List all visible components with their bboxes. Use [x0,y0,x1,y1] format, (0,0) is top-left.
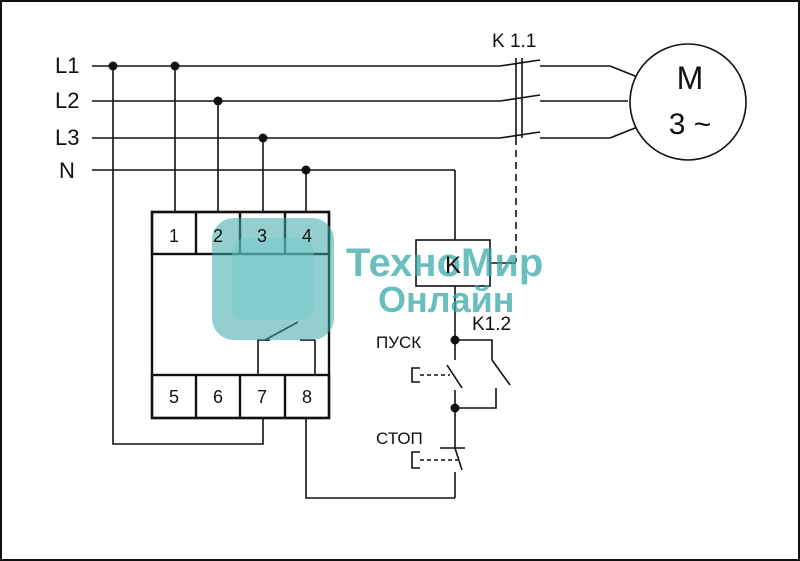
terminal-8: 8 [302,387,312,407]
motor-phase-label: 3 ~ [669,108,712,141]
label-coil-k: K [445,252,461,279]
watermark-line2: Онлайн [378,279,515,320]
terminal-6: 6 [213,387,223,407]
terminal-1: 1 [169,226,179,246]
label-l2: L2 [55,88,79,113]
terminal-2: 2 [213,226,223,246]
motor-label: M [677,60,704,96]
wire-stop-to-terminal-8 [305,418,455,499]
label-n: N [59,158,75,183]
motor-symbol [629,43,747,161]
terminal-5: 5 [169,387,179,407]
watermark-logo [212,218,334,340]
label-l1: L1 [55,53,79,78]
contactor-coil [415,239,491,287]
label-l3: L3 [55,125,79,150]
label-start: ПУСК [376,333,421,352]
terminal-3: 3 [257,226,267,246]
label-stop: СТОП [376,429,423,448]
terminal-4: 4 [302,226,312,246]
label-k12: K1.2 [472,314,511,335]
wire-l1-to-terminal-7 [112,66,264,445]
label-k11: K 1.1 [492,31,536,52]
terminal-7: 7 [257,387,267,407]
watermark-line1: ТехноМир [346,241,543,285]
